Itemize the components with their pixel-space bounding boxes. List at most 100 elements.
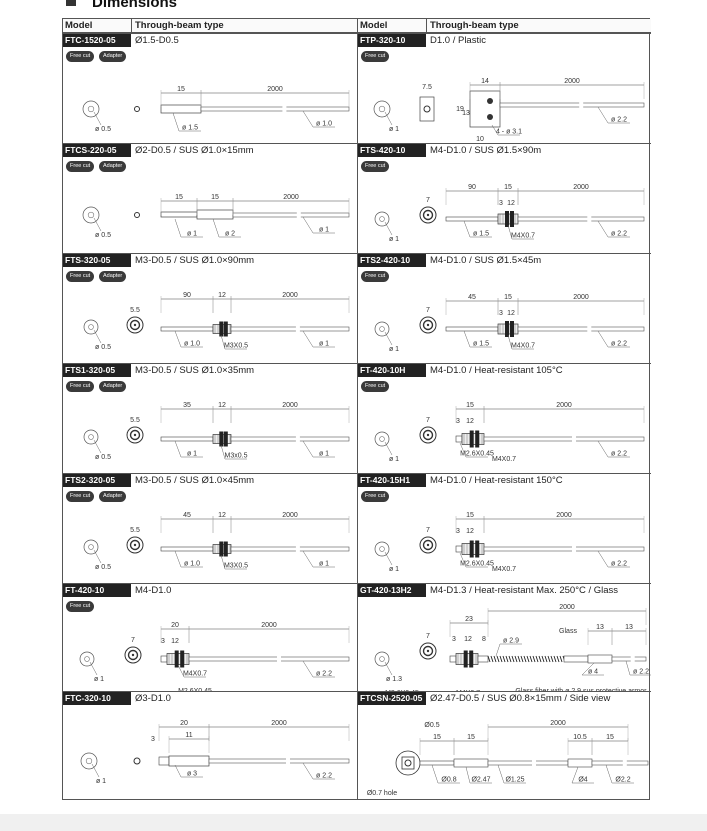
leader-label: ø 1.5 [473,341,489,348]
fiber-cable [611,656,647,662]
dimension-label: 45 [468,294,476,301]
model-number: FTS1-320-05 [63,364,131,377]
fiber-spec-title: Ø3-D1.0 [135,693,171,704]
armor-coil [547,655,551,663]
fiber-cable [487,760,569,766]
nut-thread [422,645,434,657]
sleeve [196,209,234,220]
lens-tip [449,655,457,663]
leader-label: ø 4 [588,669,598,676]
model-number: FTP-320-10 [358,34,426,47]
adapter-badge: Adapter [99,271,127,282]
dimension-label: 15 [606,734,614,741]
diameter-label: ø 1 [389,236,399,243]
leader-label: Ø0.8 [441,777,456,784]
left-column-header: Model Through-beam type [63,19,357,33]
dimension-label: 90 [468,184,476,191]
dimension-label: 2000 [556,402,572,409]
sus-tube [445,326,499,332]
leader-line [220,554,226,570]
thread-label: M4X0.7 [492,566,516,573]
cable-break [587,216,592,222]
lens-face-inner [87,105,95,113]
fiber-cable [591,760,649,766]
leader-line [384,551,393,566]
model-number: FTCS-220-05 [63,144,131,157]
armor-coil [550,655,554,663]
dimension-label: 15 [433,734,441,741]
free-cut-badge: Free cut [361,381,390,392]
nut-width-label: 7 [131,637,135,644]
free-cut-badge: Free cut [66,161,95,172]
dimension-label: 3 [161,638,165,645]
armor-coil [535,655,539,663]
diameter-label: ø 1 [96,778,106,785]
fiber-spec-title: M4-D1.3 / Heat-resistant Max. 250°C / Gl… [430,585,619,596]
lens-tip [455,545,463,553]
leader-line [497,764,505,784]
fiber-spec-title: M4-D1.0 [135,585,172,596]
armor-coil [532,655,536,663]
leader-line [93,111,102,126]
leader-line [431,764,439,784]
fiber-cable [200,106,350,112]
nut-thread [129,429,141,441]
leader-line [507,334,513,350]
cable-break [572,436,576,442]
leader-line [177,664,185,678]
leader-line [581,662,595,676]
cable-break [532,760,536,766]
nut-width-label: 5.5 [130,417,140,424]
leader-line [174,764,182,778]
dimension-label: 8 [482,636,486,643]
hex-nut [223,321,228,337]
leader-line [93,217,102,232]
leader-line [91,763,100,778]
free-cut-badge: Free cut [66,381,95,392]
side-hole [401,756,415,770]
leader-label: ø 1 [319,227,329,234]
hex-nut [219,431,224,447]
leader-line [625,660,631,676]
leader-line [459,442,467,458]
leader-line [384,331,393,346]
nut-thread [129,319,141,331]
column-divider [357,19,358,799]
sus-tube [160,546,214,552]
lens-face-inner [84,656,90,662]
leader-label: M4X0.7 [183,671,207,678]
leader-label: ø 2 [225,231,235,238]
hex-nut [463,650,468,668]
leader-line [93,329,102,344]
glass-armor-footnote: Glass fiber with ø 2.9 sus protective ar… [515,688,648,691]
section-bullet [66,0,76,6]
free-cut-badge: Free cut [361,161,390,172]
nut-core [426,213,430,217]
leader-line [302,216,314,234]
model-header: Model [360,20,388,31]
dimension-label: 3 [456,528,460,535]
cable-break [277,656,281,662]
lens-face-inner [85,757,93,765]
dimension-label: 15 [466,512,474,519]
armor-coil [538,655,542,663]
adapter-badge: Adapter [99,51,127,62]
nut-width-label: 5.5 [130,307,140,314]
glass-label: Glass [559,628,577,635]
leader-label: Ø2.47 [471,777,490,784]
sus-tube [419,760,455,766]
nut-thread [422,429,434,441]
diameter-label: ø 0.5 [95,126,111,133]
mounting-hole [487,98,493,104]
cable-break [572,546,576,552]
leader-label: ø 3 [187,771,197,778]
cable-break [295,436,300,442]
hex-nut [475,540,480,558]
model-number: FTS2-320-05 [63,474,131,487]
cable-break [587,326,592,332]
diameter-label: ø 0.5 [95,232,111,239]
